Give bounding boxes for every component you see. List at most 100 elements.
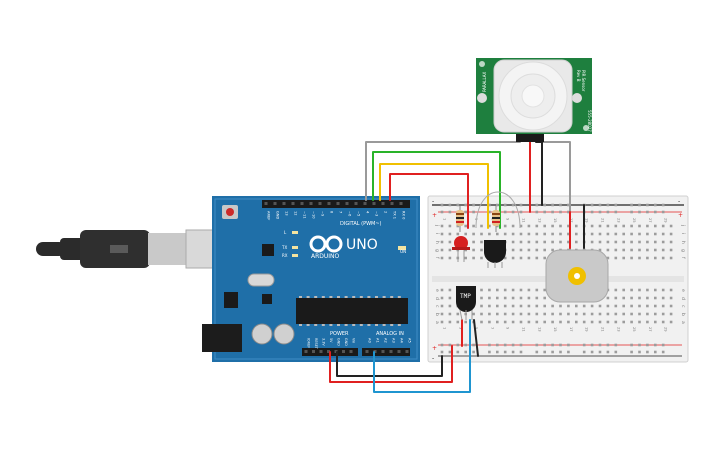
breadboard-hole[interactable]: [472, 224, 475, 228]
breadboard-hole[interactable]: [598, 312, 602, 316]
rail-hole[interactable]: [567, 343, 570, 347]
breadboard-hole[interactable]: [448, 224, 452, 228]
breadboard-hole[interactable]: [598, 224, 602, 228]
rail-hole[interactable]: [456, 350, 460, 354]
rail-hole[interactable]: [535, 210, 539, 214]
breadboard-hole[interactable]: [440, 288, 444, 292]
breadboard-hole[interactable]: [440, 232, 444, 236]
breadboard-hole[interactable]: [543, 224, 546, 228]
analog-pin[interactable]: [373, 350, 377, 353]
breadboard-hole[interactable]: [543, 248, 546, 252]
breadboard-hole[interactable]: [472, 256, 475, 260]
digital-pin[interactable]: [273, 202, 277, 205]
breadboard-hole[interactable]: [669, 288, 673, 292]
breadboard-hole[interactable]: [440, 256, 444, 260]
breadboard-hole[interactable]: [654, 256, 657, 260]
breadboard-hole[interactable]: [614, 288, 618, 292]
breadboard-hole[interactable]: [480, 288, 483, 292]
breadboard-hole[interactable]: [480, 312, 483, 316]
breadboard-hole[interactable]: [559, 224, 562, 228]
breadboard-hole[interactable]: [654, 240, 657, 244]
breadboard-hole[interactable]: [638, 248, 641, 252]
rail-hole[interactable]: [606, 350, 610, 354]
breadboard-hole[interactable]: [519, 240, 523, 244]
breadboard-hole[interactable]: [511, 224, 515, 228]
rail-hole[interactable]: [559, 343, 562, 347]
breadboard-hole[interactable]: [535, 256, 539, 260]
breadboard-hole[interactable]: [622, 296, 625, 300]
rail-hole[interactable]: [582, 343, 586, 347]
rail-hole[interactable]: [472, 343, 475, 347]
rail-hole[interactable]: [614, 350, 618, 354]
breadboard-hole[interactable]: [646, 304, 649, 308]
rail-hole[interactable]: [590, 203, 594, 207]
rail-hole[interactable]: [535, 343, 539, 347]
breadboard-hole[interactable]: [543, 320, 546, 324]
breadboard-hole[interactable]: [511, 248, 515, 252]
breadboard-hole[interactable]: [567, 240, 570, 244]
breadboard-hole[interactable]: [535, 312, 539, 316]
breadboard-hole[interactable]: [590, 320, 594, 324]
rail-hole[interactable]: [590, 210, 594, 214]
breadboard-hole[interactable]: [496, 224, 499, 228]
breadboard-hole[interactable]: [646, 296, 649, 300]
rail-hole[interactable]: [496, 343, 499, 347]
breadboard-hole[interactable]: [496, 304, 499, 308]
rail-hole[interactable]: [519, 343, 523, 347]
breadboard-hole[interactable]: [488, 312, 491, 316]
breadboard-hole[interactable]: [535, 232, 539, 236]
rail-hole[interactable]: [535, 203, 539, 207]
breadboard-hole[interactable]: [559, 304, 562, 308]
breadboard-hole[interactable]: [543, 304, 546, 308]
breadboard-hole[interactable]: [614, 248, 618, 252]
breadboard-hole[interactable]: [630, 304, 633, 308]
rail-hole[interactable]: [511, 210, 515, 214]
rail-hole[interactable]: [567, 210, 570, 214]
breadboard-hole[interactable]: [669, 224, 673, 228]
breadboard-hole[interactable]: [440, 320, 444, 324]
breadboard-hole[interactable]: [511, 288, 515, 292]
breadboard-hole[interactable]: [559, 240, 562, 244]
breadboard-hole[interactable]: [630, 312, 633, 316]
rail-hole[interactable]: [661, 203, 665, 207]
breadboard-hole[interactable]: [638, 304, 641, 308]
analog-pin[interactable]: [405, 350, 409, 353]
breadboard-hole[interactable]: [480, 304, 483, 308]
breadboard-hole[interactable]: [669, 312, 673, 316]
breadboard-hole[interactable]: [567, 232, 570, 236]
digital-pin[interactable]: [336, 202, 340, 205]
breadboard-hole[interactable]: [606, 240, 610, 244]
rail-hole[interactable]: [654, 210, 657, 214]
breadboard-hole[interactable]: [567, 312, 570, 316]
rail-hole[interactable]: [646, 343, 649, 347]
power-pin[interactable]: [319, 350, 323, 353]
analog-pin[interactable]: [397, 350, 401, 353]
breadboard-hole[interactable]: [488, 232, 491, 236]
breadboard-hole[interactable]: [496, 312, 499, 316]
breadboard-hole[interactable]: [654, 224, 657, 228]
rail-hole[interactable]: [551, 350, 554, 354]
rail-hole[interactable]: [551, 343, 554, 347]
breadboard-hole[interactable]: [630, 320, 633, 324]
breadboard-hole[interactable]: [638, 224, 641, 228]
breadboard-hole[interactable]: [464, 320, 467, 324]
breadboard-hole[interactable]: [511, 320, 515, 324]
breadboard-hole[interactable]: [472, 248, 475, 252]
rail-hole[interactable]: [488, 350, 491, 354]
digital-pin[interactable]: [399, 202, 403, 205]
digital-pin[interactable]: [300, 202, 304, 205]
breadboard-hole[interactable]: [638, 288, 641, 292]
breadboard-hole[interactable]: [661, 248, 665, 252]
rail-hole[interactable]: [503, 350, 507, 354]
rail-hole[interactable]: [496, 350, 499, 354]
rail-hole[interactable]: [519, 210, 523, 214]
breadboard-hole[interactable]: [527, 296, 531, 300]
rail-hole[interactable]: [630, 203, 633, 207]
breadboard-hole[interactable]: [503, 296, 507, 300]
breadboard-hole[interactable]: [646, 288, 649, 292]
breadboard-hole[interactable]: [638, 256, 641, 260]
breadboard-hole[interactable]: [551, 320, 554, 324]
rail-hole[interactable]: [543, 350, 546, 354]
breadboard-hole[interactable]: [551, 312, 554, 316]
breadboard-hole[interactable]: [622, 288, 625, 292]
